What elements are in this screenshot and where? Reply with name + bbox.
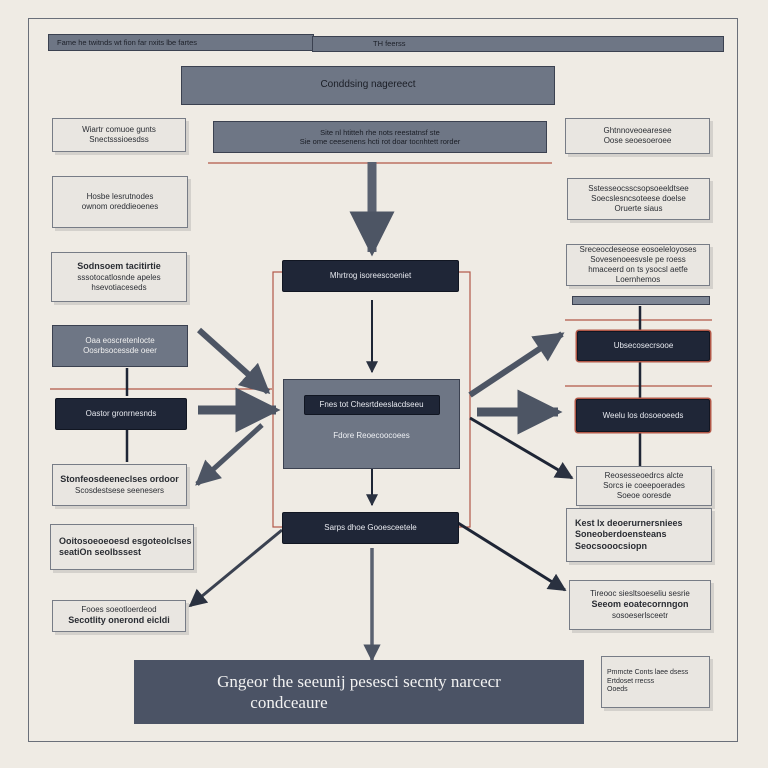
center-top-node: Mhrtrog isoreescoeniet: [282, 260, 459, 292]
header-bar-right: TH feerss: [312, 36, 724, 52]
footer-banner: Gngeor the seeunij pesesci secnty narcec…: [134, 660, 584, 724]
right-box-1: Ghtnnoveoearesee Oose seoesoeroee: [565, 118, 710, 154]
left-box-8: Fooes soeotloerdeod Secotlity onerond ei…: [52, 600, 186, 632]
right-box-4: Ubsecosecrsooe: [577, 331, 710, 361]
center-bottom-node-text: Sarps dhoe Gooesceetele: [324, 523, 417, 532]
right-divider-bar: [572, 296, 710, 305]
right-box-9: Pmmcte Conts laee dsess Ertdoset rrecss …: [601, 656, 710, 708]
center-core-body-text: Fdore Reoecoocoees: [333, 431, 410, 440]
left-box-5-line1: Oastor gronrnesnds: [85, 409, 157, 418]
left-box-1-line1: Wiartr comuoe gunts: [82, 125, 156, 134]
right-box-2-line3: Oruerte siaus: [614, 204, 663, 213]
right-box-2: Sstesseocsscsopsoeeldtsee Soecslesncsote…: [567, 178, 710, 220]
right-box-9-line1: Pmmcte Conts laee dsess: [607, 668, 689, 676]
right-box-8: Tireooc siesltsoeseliu sesrie Seeom eoat…: [569, 580, 711, 630]
right-box-3-line4: Loernhemos: [615, 275, 661, 284]
diagram-frame: [28, 18, 738, 742]
right-box-2-line2: Soecslesncsoteese doelse: [591, 194, 686, 203]
right-box-5-line1: Weelu los dosoeoeeds: [602, 410, 684, 420]
footer-line1: Gngeor the seeunij pesesci secnty narcec…: [217, 671, 501, 691]
center-core-header-text: Fnes tot Chesrtdeeslacdseeu: [319, 400, 424, 409]
right-box-7-line1: Kest lx deoerurnersniees: [575, 518, 683, 529]
left-box-6: Stonfeosdeeneclses ordoor Scosdestsese s…: [52, 464, 187, 506]
left-box-3-line2: sssotocatlosnde apeles: [77, 272, 161, 282]
right-box-1-line2: Oose seoesoeroee: [603, 136, 672, 145]
left-box-8-line1: Fooes soeotloerdeod: [81, 605, 157, 615]
right-box-1-line1: Ghtnnoveoearesee: [603, 126, 672, 135]
left-box-7-line2: seatiOn seolbssest: [59, 547, 142, 557]
left-box-8-line2: Secotlity onerond eicldi: [68, 615, 170, 626]
right-box-6-line2: Sorcs ie coeepoerades: [603, 481, 685, 490]
left-box-7-line1: Ooitosoeoeoesd esgoteolclses: [59, 535, 192, 546]
center-top-node-text: Mhrtrog isoreescoeniet: [329, 271, 412, 280]
right-box-3-line3: hmaceerd on ts ysocsl aetfe: [588, 265, 688, 274]
subtitle-text: Site nl htitteh rhe nots reestatnsf ste …: [299, 127, 461, 146]
right-box-5: Weelu los dosoeoeeds: [576, 399, 710, 432]
left-box-2: Hosbe lesrutnodes ownom oreddieoenes: [52, 176, 188, 228]
header-left-text: Fame he twitnds wt fion far nxits lbe fa…: [57, 37, 198, 47]
header-right-text: TH feerss: [373, 39, 406, 49]
left-box-2-line2: ownom oreddieoenes: [81, 202, 159, 211]
right-box-2-line1: Sstesseocsscsopsoeeldtsee: [588, 184, 689, 193]
left-box-5: Oastor gronrnesnds: [55, 398, 187, 430]
right-box-9-line2: Ertdoset rrecss: [607, 677, 655, 685]
right-box-8-line1: Tireooc siesltsoeseliu sesrie: [590, 589, 690, 599]
left-box-3-line3: hsevotiaceseds: [91, 282, 147, 292]
left-box-7: Ooitosoeoeoesd esgoteolclses seatiOn seo…: [50, 524, 194, 570]
subtitle-box: Site nl htitteh rhe nots reestatnsf ste …: [213, 121, 547, 153]
center-core-header: Fnes tot Chesrtdeeslacdseeu: [303, 395, 440, 415]
right-box-8-line3: sosoeserlsceetr: [611, 610, 669, 620]
right-box-3-line1: Sreceocdeseose eosoeleloyoses: [579, 245, 697, 254]
right-box-6: Reosesseoedrcs alcte Sorcs ie coeepoerad…: [576, 466, 712, 506]
left-box-3-line1: Sodnsoem tacitirtie: [77, 261, 161, 272]
left-box-1-line2: Snectsssioesdss: [89, 135, 149, 144]
left-box-4-line1: Oaa eoscretenlocte: [85, 336, 155, 345]
right-box-7: Kest lx deoerurnersniees Soneoberdoenste…: [566, 508, 712, 562]
right-box-6-line1: Reosesseoedrcs alcte: [604, 471, 684, 480]
right-box-3-line2: Sovesenoeesvsle pe roess: [590, 255, 686, 264]
title-box: Conddsing nagereect: [181, 66, 555, 105]
left-box-4-line2: Oosrbsocessde oeer: [83, 346, 157, 355]
right-box-6-line3: Soeoe ooresde: [616, 491, 672, 500]
left-box-4: Oaa eoscretenlocte Oosrbsocessde oeer: [52, 325, 188, 367]
left-box-1: Wiartr comuoe gunts Snectsssioesdss: [52, 118, 186, 152]
left-box-2-line1: Hosbe lesrutnodes: [86, 192, 154, 201]
left-box-3: Sodnsoem tacitirtie sssotocatlosnde apel…: [51, 252, 187, 302]
right-box-8-line2: Seeom eoatecornngon: [591, 599, 689, 610]
left-box-6-line1: Stonfeosdeeneclses ordoor: [60, 474, 179, 485]
header-bar-left: Fame he twitnds wt fion far nxits lbe fa…: [48, 34, 314, 51]
right-box-3: Sreceocdeseose eosoeleloyoses Sovesenoee…: [566, 244, 710, 286]
right-box-7-line3: Seocsooocsiopn: [575, 540, 648, 551]
title-text: Conddsing nagereect: [320, 79, 416, 91]
right-box-9-line3: Ooeds: [607, 686, 628, 694]
center-bottom-node: Sarps dhoe Gooesceetele: [282, 512, 459, 544]
left-box-6-line2: Scosdestsese seenesers: [75, 485, 164, 495]
center-core-box: Fnes tot Chesrtdeeslacdseeu Fdore Reoeco…: [283, 379, 460, 469]
footer-line2: condceaure: [250, 693, 328, 712]
right-box-4-line1: Ubsecosecrsooe: [613, 341, 674, 350]
right-box-7-line2: Soneoberdoensteans: [575, 529, 667, 540]
